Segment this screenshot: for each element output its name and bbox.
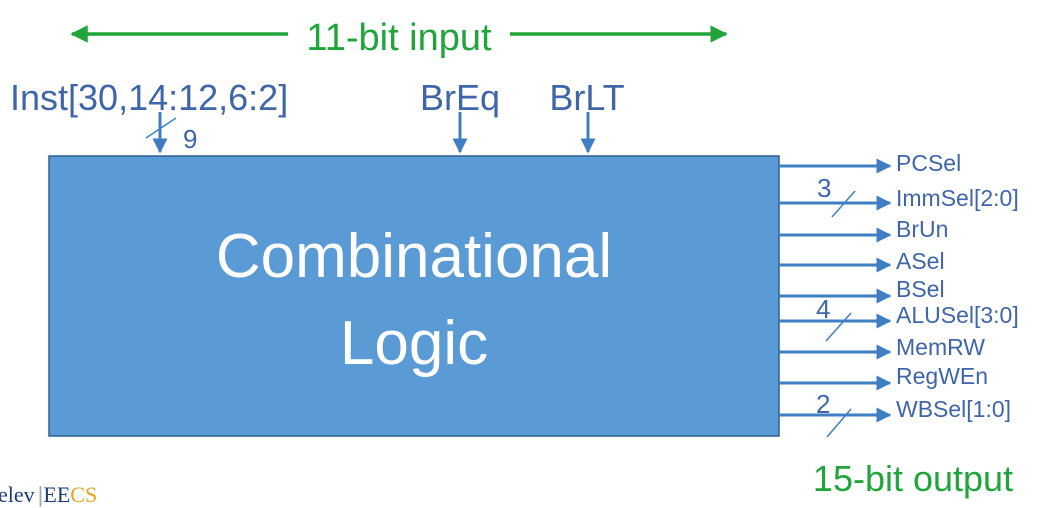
input-signal-breq: BrEq bbox=[420, 77, 500, 154]
output-label-pcsel: PCSel bbox=[896, 150, 961, 176]
input-label-inst: Inst[30,14:12,6:2] bbox=[10, 77, 288, 118]
bus-width-slash-immsel bbox=[831, 190, 856, 218]
footer-logo-part1: elev bbox=[0, 482, 35, 507]
output-signal-immsel: 3 ImmSel[2:0] bbox=[779, 173, 1019, 218]
footer-logo-text: elev|EECS bbox=[0, 482, 97, 507]
bus-width-slash-inst bbox=[145, 117, 177, 139]
output-bus-label: 15-bit output bbox=[813, 458, 1013, 499]
bus-width-slash-alusel bbox=[825, 312, 852, 342]
logic-block-title-line1: Combinational bbox=[216, 222, 612, 291]
input-bus-label: 11-bit input bbox=[306, 17, 492, 59]
combinational-logic-block: Combinational Logic bbox=[48, 155, 780, 437]
input-signal-inst: Inst[30,14:12,6:2] 9 bbox=[10, 77, 288, 154]
output-width-wbsel: 2 bbox=[816, 389, 830, 419]
output-signal-memrw: MemRW bbox=[779, 334, 985, 360]
output-label-brun: BrUn bbox=[896, 216, 948, 242]
output-signal-asel: ASel bbox=[779, 248, 945, 274]
input-label-brlt: BrLT bbox=[549, 77, 624, 118]
input-width-inst: 9 bbox=[183, 124, 197, 154]
output-width-immsel: 3 bbox=[817, 173, 831, 203]
output-width-alusel: 4 bbox=[816, 294, 830, 324]
footer-logo-divider: | bbox=[38, 482, 44, 507]
output-label-memrw: MemRW bbox=[896, 334, 985, 360]
output-label-alusel: ALUSel[3:0] bbox=[896, 302, 1019, 328]
output-signal-wbsel: 2 WBSel[1:0] bbox=[779, 389, 1011, 438]
input-signal-brlt: BrLT bbox=[549, 77, 625, 154]
footer-logo: elev|EECS bbox=[0, 482, 97, 507]
output-signal-brun: BrUn bbox=[779, 216, 948, 243]
input-label-breq: BrEq bbox=[420, 77, 500, 118]
output-label-asel: ASel bbox=[896, 248, 945, 274]
output-label-regwen: RegWEn bbox=[896, 363, 988, 389]
output-signal-regwen: RegWEn bbox=[779, 363, 988, 391]
bus-width-slash-wbsel bbox=[826, 408, 852, 438]
logic-block-rect bbox=[48, 155, 780, 437]
footer-logo-part2: EE bbox=[43, 482, 70, 507]
output-signal-pcsel: PCSel bbox=[779, 150, 961, 176]
footer-logo-part3: CS bbox=[70, 482, 97, 507]
output-label-immsel: ImmSel[2:0] bbox=[896, 185, 1019, 211]
input-bus-span: 11-bit input bbox=[70, 17, 728, 59]
output-signal-bsel: BSel bbox=[779, 276, 945, 304]
output-signal-alusel: 4 ALUSel[3:0] bbox=[779, 294, 1019, 342]
output-label-bsel: BSel bbox=[896, 276, 945, 302]
logic-block-title-line2: Logic bbox=[340, 309, 488, 378]
output-label-wbsel: WBSel[1:0] bbox=[896, 396, 1011, 422]
